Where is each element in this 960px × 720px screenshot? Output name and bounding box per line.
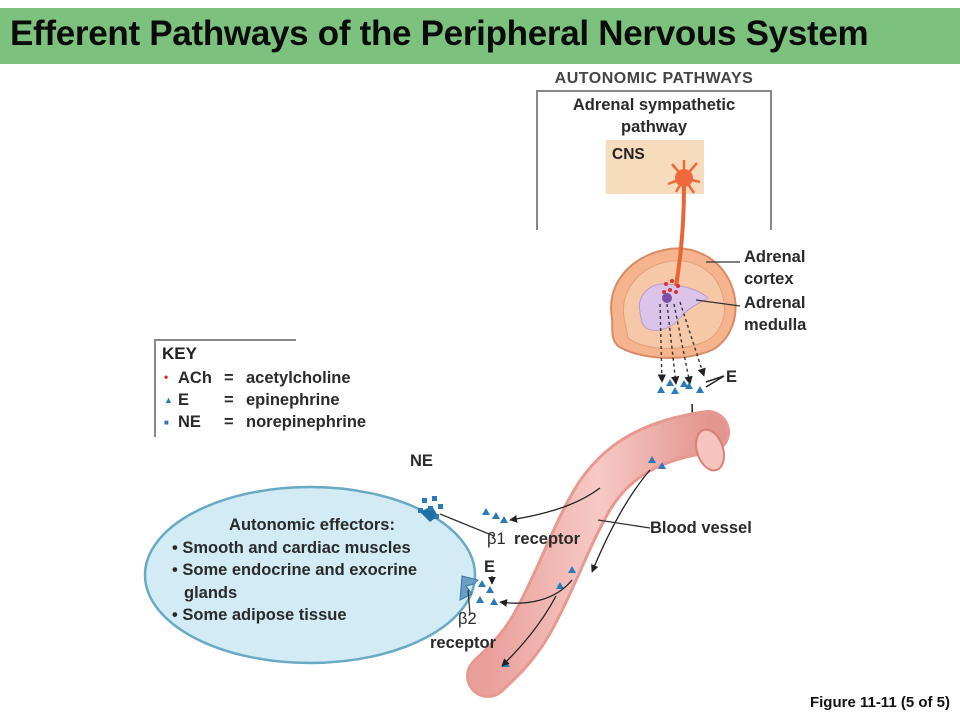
title-bar xyxy=(0,8,960,64)
panel-subheading-line1: Adrenal sympathetic xyxy=(572,96,736,114)
effector-item: • Smooth and cardiac muscles xyxy=(172,538,411,557)
vessel-flow-arrows xyxy=(499,469,651,667)
adrenal-cortex-label-line2: cortex xyxy=(744,270,794,288)
ach-dot-icon: • xyxy=(164,370,169,384)
key-abbr: ACh xyxy=(178,369,212,387)
key-abbr: NE xyxy=(178,413,201,431)
key-equals: = xyxy=(224,413,234,431)
blood-vessel-label: Blood vessel xyxy=(650,519,752,537)
e-triangle-icon: ▲ xyxy=(164,395,173,405)
ne-label: NE xyxy=(410,452,433,470)
epinephrine-near-receptors xyxy=(476,508,508,605)
cns-label: CNS xyxy=(612,146,645,163)
key-meaning: epinephrine xyxy=(246,391,340,409)
key-meaning: norepinephrine xyxy=(246,413,367,431)
e-top-pointer xyxy=(705,375,725,388)
panel-subheading: Adrenal sympathetic pathway xyxy=(540,94,768,138)
effector-region xyxy=(143,485,477,665)
key-equals: = xyxy=(224,369,234,387)
adrenal-medulla-label-line1: Adrenal xyxy=(744,294,806,312)
beta1-receptor-icon xyxy=(420,506,438,522)
key-equals: = xyxy=(224,391,234,409)
e-mid-label: E xyxy=(484,558,496,576)
receptor2-label: receptor xyxy=(430,634,497,652)
adrenal-medulla-shape xyxy=(638,283,709,331)
effector-item: • Some endocrine and exocrine xyxy=(172,561,418,579)
sympathetic-neuron xyxy=(662,160,701,294)
key-row-ach: • ACh = acetylcholine xyxy=(164,369,351,388)
key-frame-left xyxy=(154,339,156,437)
effector-text: Autonomic effectors: • Smooth and cardia… xyxy=(172,514,472,627)
key-row-ne: ■ NE = norepinephrine xyxy=(164,413,366,432)
key-meaning: acetylcholine xyxy=(246,369,351,387)
key-row-e: ▲ E = epinephrine xyxy=(164,391,340,410)
ne-molecules xyxy=(418,496,443,519)
slide-title: Efferent Pathways of the Peripheral Nerv… xyxy=(10,14,869,53)
panel-frame-top xyxy=(536,90,772,92)
adrenal-medulla-label-line2: medulla xyxy=(744,316,807,334)
blood-vessel-fill xyxy=(469,413,727,695)
effector-item: glands xyxy=(184,583,238,602)
panel-frame-right xyxy=(770,90,772,230)
ne-square-icon: ■ xyxy=(164,418,169,427)
neuron-axon xyxy=(674,185,686,287)
ach-release-icon xyxy=(662,279,680,294)
figure-caption: Figure 11-11 (5 of 5) xyxy=(809,694,950,711)
panel-frame-left xyxy=(536,90,538,230)
key-frame-top xyxy=(154,339,296,341)
blood-vessel xyxy=(466,410,730,698)
key-title: KEY xyxy=(162,344,197,363)
effector-title: Autonomic effectors: xyxy=(229,516,395,534)
blood-vessel-opening xyxy=(695,428,725,472)
adrenal-medulla-label: Adrenal medulla xyxy=(744,292,806,336)
panel-heading: AUTONOMIC PATHWAYS xyxy=(554,70,754,87)
effector-item: • Some adipose tissue xyxy=(172,606,347,624)
epinephrine-molecules-top xyxy=(657,379,704,394)
label-pointer-lines xyxy=(439,261,741,615)
neuron-dendrites-icon xyxy=(667,160,701,194)
adrenal-cortex-label: Adrenal cortex xyxy=(744,246,805,290)
beta1-label: β1 xyxy=(487,530,506,548)
epinephrine-secretion-arrows xyxy=(657,301,706,385)
adrenal-cortex-label-line1: Adrenal xyxy=(744,248,806,266)
key-abbr: E xyxy=(178,391,190,409)
e-top-label: E xyxy=(726,368,738,386)
beta2-label: β2 xyxy=(458,610,477,628)
receptor1-label: receptor xyxy=(514,530,581,548)
beta2-receptor-icon xyxy=(459,575,479,601)
panel-subheading-line2: pathway xyxy=(620,118,688,136)
medulla-cell-icon xyxy=(662,293,672,303)
